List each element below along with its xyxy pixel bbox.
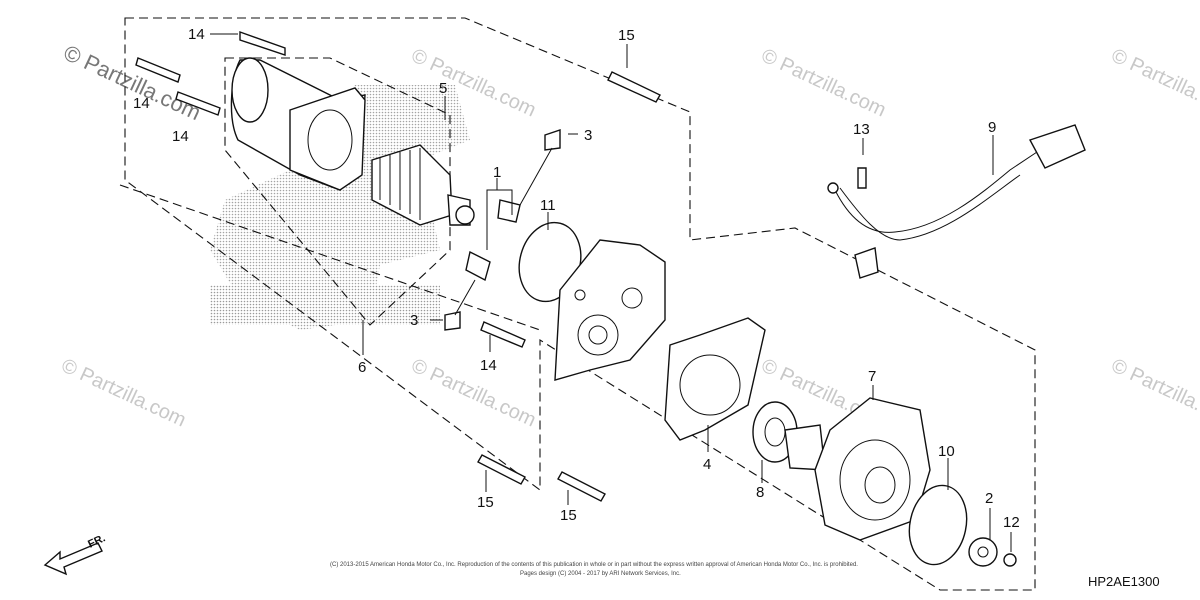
- watermark-text: © Partzilla.com: [1108, 45, 1200, 122]
- watermark-main: © Partzilla.com: [60, 40, 205, 125]
- pinion-gear: [968, 537, 1017, 567]
- callout-11: 11: [540, 197, 556, 214]
- callout-5: 5: [439, 80, 447, 97]
- callout-6: 6: [358, 359, 366, 376]
- diagram-code: HP2AE1300: [1088, 574, 1160, 589]
- watermark-text: © Partzilla.com: [758, 45, 889, 122]
- callout-1: 1: [493, 164, 501, 181]
- callout-10: 10: [938, 443, 955, 460]
- copyright-line: (C) 2013-2015 American Honda Motor Co., …: [330, 562, 858, 568]
- watermark-text: © Partzilla.com: [408, 355, 539, 432]
- callout-13: 13: [853, 121, 870, 138]
- callout-14: 14: [480, 357, 497, 374]
- callout-3: 3: [584, 127, 592, 144]
- o-ring-10: [908, 484, 968, 566]
- watermark-text: © Partzilla.com: [1108, 355, 1200, 432]
- callout-15: 15: [618, 27, 635, 44]
- assembly-outline: [119, 17, 1036, 591]
- gasket: [664, 317, 766, 441]
- brush-holder: [554, 239, 666, 381]
- callout-15: 15: [477, 494, 494, 511]
- callout-8: 8: [756, 484, 764, 501]
- wire-harness: [827, 124, 1086, 279]
- copyright-line: Pages design (C) 2004 - 2017 by ARI Netw…: [520, 571, 681, 577]
- motor-case: [230, 57, 366, 191]
- callout-15: 15: [560, 507, 577, 524]
- callout-7: 7: [868, 368, 876, 385]
- callout-4: 4: [703, 456, 711, 473]
- armature: [371, 144, 475, 226]
- bolts: [135, 31, 867, 502]
- brush-springs: [444, 129, 561, 331]
- callout-2: 2: [985, 490, 993, 507]
- callout-14: 14: [133, 95, 150, 112]
- front-direction-arrow: FR.: [43, 532, 107, 576]
- callout-12: 12: [1003, 514, 1020, 531]
- background-logo: [210, 85, 470, 330]
- direction-label: FR.: [86, 532, 107, 550]
- watermark-text: © Partzilla.com: [58, 355, 189, 432]
- callout-9: 9: [988, 119, 996, 136]
- reduction-gear: [752, 401, 826, 471]
- callout-3: 3: [410, 312, 418, 329]
- callout-14: 14: [172, 128, 189, 145]
- callout-labels: 14 14 14 14 15 15 15 5 3 3 1 11 6 13 9 4…: [133, 26, 1020, 531]
- leader-lines: [210, 33, 1012, 552]
- callout-14: 14: [188, 26, 205, 43]
